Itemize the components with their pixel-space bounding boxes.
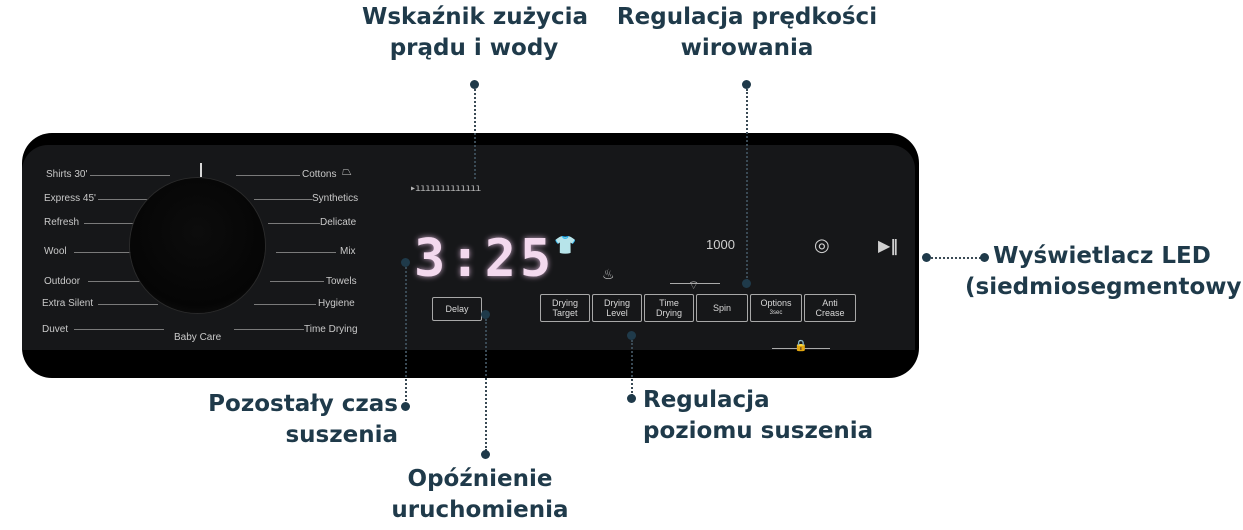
delay-button[interactable]: Delay: [432, 297, 482, 321]
leader-line-spin: [746, 89, 748, 281]
leader-line-delay: [485, 319, 487, 451]
callout-spin-line2: wirowania: [680, 35, 814, 61]
program-line: [98, 199, 158, 200]
program-line: [74, 329, 164, 330]
play-pause-icon[interactable]: ▶‖: [878, 236, 899, 255]
spin-button[interactable]: Spin: [696, 294, 748, 322]
program-line: [254, 199, 312, 200]
button-label-line1: Anti: [822, 298, 838, 308]
options-button[interactable]: Options 3sec: [750, 294, 802, 322]
leader-dot-drying: [627, 394, 636, 403]
program-hygiene: Hygiene: [318, 298, 355, 309]
child-lock-icon: 🔒: [794, 339, 808, 352]
leader-line-drying: [631, 340, 633, 396]
program-refresh: Refresh: [44, 217, 80, 228]
callout-energy-line2: prądu i wody: [389, 35, 559, 61]
button-label-line1: Time: [659, 298, 679, 308]
leader-dot-led: [980, 253, 989, 262]
energy-water-indicator: ▸ııııııııııııı: [410, 183, 481, 194]
button-label-line2: Level: [606, 308, 628, 318]
child-lock-line: [772, 348, 830, 349]
program-express: Express 45': [44, 193, 96, 204]
callout-remaining-time: Pozostały czas suszenia: [200, 389, 398, 451]
steam-icon: ♨: [602, 267, 615, 283]
callout-remaining-line2: suszenia: [285, 422, 398, 448]
leader-dot-drying-start: [627, 331, 636, 340]
leader-line-remaining: [405, 267, 407, 405]
callout-spin-line1: Regulacja prędkości: [616, 4, 878, 30]
leader-dot-delay-start: [481, 310, 490, 319]
program-baby-care: Baby Care: [174, 332, 222, 343]
leader-dot-remaining-start: [401, 258, 410, 267]
anti-crease-button[interactable]: Anti Crease: [804, 294, 856, 322]
program-towels: Towels: [326, 276, 357, 287]
callout-energy-line1: Wskaźnik zużycia: [362, 4, 589, 30]
time-drying-button[interactable]: Time Drying: [644, 294, 694, 322]
program-line: [234, 329, 304, 330]
program-extra-silent: Extra Silent: [42, 298, 94, 309]
program-time-drying: Time Drying: [304, 324, 358, 335]
program-line: [84, 223, 146, 224]
program-cottons: Cottons: [302, 169, 337, 180]
callout-drying-line2: poziomu suszenia: [643, 418, 874, 444]
button-label-line2: 3sec: [769, 310, 783, 316]
knob-indicator-mark: [200, 163, 202, 177]
wifi-bar: [670, 283, 720, 284]
program-delicate: Delicate: [320, 217, 357, 228]
callout-led-display: Wyświetlacz LED (siedmiosegmentowy): [965, 241, 1243, 303]
drying-level-button[interactable]: Drying Level: [592, 294, 642, 322]
program-line: [88, 281, 140, 282]
program-shirts: Shirts 30': [46, 169, 88, 180]
spin-speed-value: 1000: [706, 237, 735, 252]
leader-line-energy: [474, 89, 476, 179]
leader-dot-energy: [470, 80, 479, 89]
callout-delay-line1: Opóźnienie: [407, 466, 553, 492]
program-line: [254, 304, 316, 305]
program-line: [276, 252, 336, 253]
button-label-line1: Options: [760, 298, 792, 308]
remote-icon: ◎: [814, 235, 830, 256]
leader-dot-remaining: [401, 402, 410, 411]
button-label-line1: Drying: [603, 298, 630, 308]
button-label-line2: Target: [552, 308, 578, 318]
leader-dot-delay: [481, 450, 490, 459]
callout-energy-indicator: Wskaźnik zużycia prądu i wody: [362, 2, 589, 64]
shirt-icon: 👕: [554, 235, 577, 256]
cottons-tag-icon: ⏢: [342, 164, 352, 178]
program-line: [74, 252, 138, 253]
button-label-line1: Drying: [551, 298, 578, 308]
dryer-control-panel: Shirts 30' Express 45' Refresh Wool Outd…: [22, 133, 919, 378]
leader-dot-spin-end: [742, 279, 751, 288]
program-line: [270, 281, 324, 282]
callout-led-line1: Wyświetlacz LED: [993, 243, 1211, 269]
program-outdoor: Outdoor: [44, 276, 81, 287]
drying-target-button[interactable]: Drying Target: [540, 294, 590, 322]
program-mix: Mix: [340, 246, 356, 257]
wifi-icon: ⌔: [688, 278, 700, 292]
remaining-time-display: 3:25: [414, 229, 556, 289]
callout-led-line2: (siedmiosegmentowy): [965, 274, 1243, 300]
callout-remaining-line1: Pozostały czas: [208, 391, 398, 417]
callout-drying-level: Regulacja poziomu suszenia: [643, 385, 883, 447]
program-wool: Wool: [44, 246, 67, 257]
callout-spin-speed: Regulacja prędkości wirowania: [614, 2, 880, 64]
callout-drying-line1: Regulacja: [643, 387, 770, 413]
button-label-line2: Crease: [815, 308, 845, 318]
callout-delay-start: Opóźnienie uruchomienia: [370, 464, 590, 526]
leader-dot-spin: [742, 80, 751, 89]
program-line: [90, 175, 170, 176]
leader-line-led: [931, 257, 981, 259]
leader-dot-led-start: [922, 253, 931, 262]
program-synthetics: Synthetics: [312, 193, 359, 204]
callout-delay-line2: uruchomienia: [391, 497, 569, 523]
delay-button-label: Delay: [445, 304, 469, 314]
button-label-line1: Spin: [712, 303, 731, 313]
program-line: [98, 304, 158, 305]
program-selector-knob[interactable]: [130, 178, 265, 313]
button-label-line2: Drying: [655, 308, 682, 318]
program-line: [268, 223, 320, 224]
program-duvet: Duvet: [42, 324, 69, 335]
program-line: [236, 175, 300, 176]
